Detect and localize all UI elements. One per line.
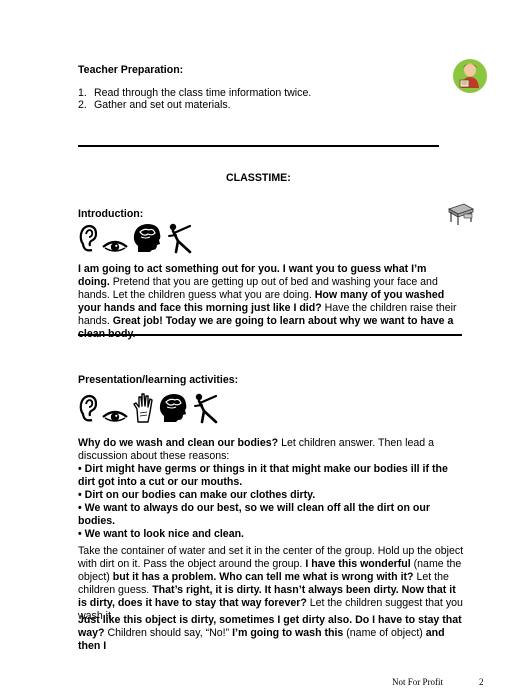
discussion-instruction: Let children answer. Then lead a discuss… <box>78 437 435 463</box>
activity-text-4: Let the children suggest that you wash i… <box>78 597 463 623</box>
list-item-text: Dirt on our bodies can make our clothes … <box>84 489 316 502</box>
discussion-question: Why do we wash and clean our bodies? <box>78 437 279 449</box>
activity-text-1: Take the container of water and set it i… <box>78 545 464 571</box>
wash-text-1: Children should say, “No!” <box>104 627 233 640</box>
step-number: 2. <box>78 99 87 111</box>
intro-text-2: Have the children raise their hands. <box>78 302 457 328</box>
list-item-text: Dirt might have germs or things in it th… <box>78 463 448 489</box>
ear-icon <box>79 224 98 252</box>
reasons-list: • Dirt might have germs or things in it … <box>78 463 466 542</box>
object-activity-paragraph: Take the container of water and set it i… <box>78 545 465 624</box>
activity-bold-1: I have this wonderful <box>305 558 411 571</box>
eye-icon <box>102 410 128 422</box>
wash-bold-1: Just like this object is dirty, sometime… <box>78 614 462 640</box>
footer-label: Not For Profit <box>392 677 444 687</box>
teacher-clipart <box>452 58 488 98</box>
discussion-prompt: Why do we wash and clean our bodies? Let… <box>78 437 463 463</box>
intro-text-1: Pretend that you are getting up out of b… <box>78 276 438 302</box>
section-divider <box>78 145 439 147</box>
page-number: 2 <box>479 677 484 687</box>
activity-bold-2: but it has a problem. Who can tell me wh… <box>112 571 414 584</box>
brain-head-icon <box>133 224 161 252</box>
wash-object-paragraph: Just like this object is dirty, sometime… <box>78 614 464 653</box>
hand-icon <box>133 393 153 423</box>
ear-icon <box>79 394 98 422</box>
list-item-text: We want to always do our best, so we wil… <box>78 502 430 528</box>
teacher-prep-heading: Teacher Preparation: <box>78 64 184 76</box>
list-item: • We want to always do our best, so we w… <box>78 502 466 528</box>
step-text: Gather and set out materials. <box>94 99 231 111</box>
brain-head-icon <box>159 394 187 422</box>
activity-bold-3: That’s right, it is dirty. It hasn’t alw… <box>78 584 456 610</box>
wash-bold-3: and then I <box>78 627 445 653</box>
teacher-prep-step: 2. Gather and set out materials. <box>78 99 231 112</box>
classtime-heading: CLASSTIME: <box>226 172 291 184</box>
desk-clipart <box>446 200 476 230</box>
step-text: Read through the class time information … <box>94 87 312 99</box>
presentation-heading: Presentation/learning activities: <box>78 374 239 386</box>
list-item: • We want to look nice and clean. <box>78 528 466 541</box>
introduction-heading: Introduction: <box>78 208 144 220</box>
step-number: 1. <box>78 87 87 99</box>
section-divider <box>78 334 462 336</box>
wash-bold-2: I’m going to wash this <box>232 627 344 640</box>
bullet-marker: • <box>78 502 82 515</box>
intro-bold-3: Great job! Today we are going to learn a… <box>78 315 454 340</box>
list-item-text: We want to look nice and clean. <box>84 528 245 541</box>
activity-text-2: (name the object) <box>78 558 462 584</box>
stretching-figure-icon <box>194 393 218 424</box>
stretching-figure-icon <box>168 223 192 254</box>
list-item: • Dirt might have germs or things in it … <box>78 463 466 489</box>
bullet-marker: • <box>78 489 82 502</box>
list-item: • Dirt on our bodies can make our clothe… <box>78 489 466 502</box>
activity-text-3: Let the children guess. <box>78 571 449 597</box>
bullet-marker: • <box>78 528 82 541</box>
intro-bold-1: I am going to act something out for you.… <box>78 263 427 289</box>
bullet-marker: • <box>78 463 82 475</box>
teacher-prep-step: 1. Read through the class time informati… <box>78 87 311 100</box>
introduction-paragraph: I am going to act something out for you.… <box>78 263 460 342</box>
learning-style-icons <box>78 222 196 254</box>
learning-style-icons <box>78 392 222 424</box>
eye-icon <box>102 240 128 252</box>
intro-bold-2: How many of you washed your hands and fa… <box>78 289 445 315</box>
wash-text-2: (name of object) <box>343 627 426 640</box>
